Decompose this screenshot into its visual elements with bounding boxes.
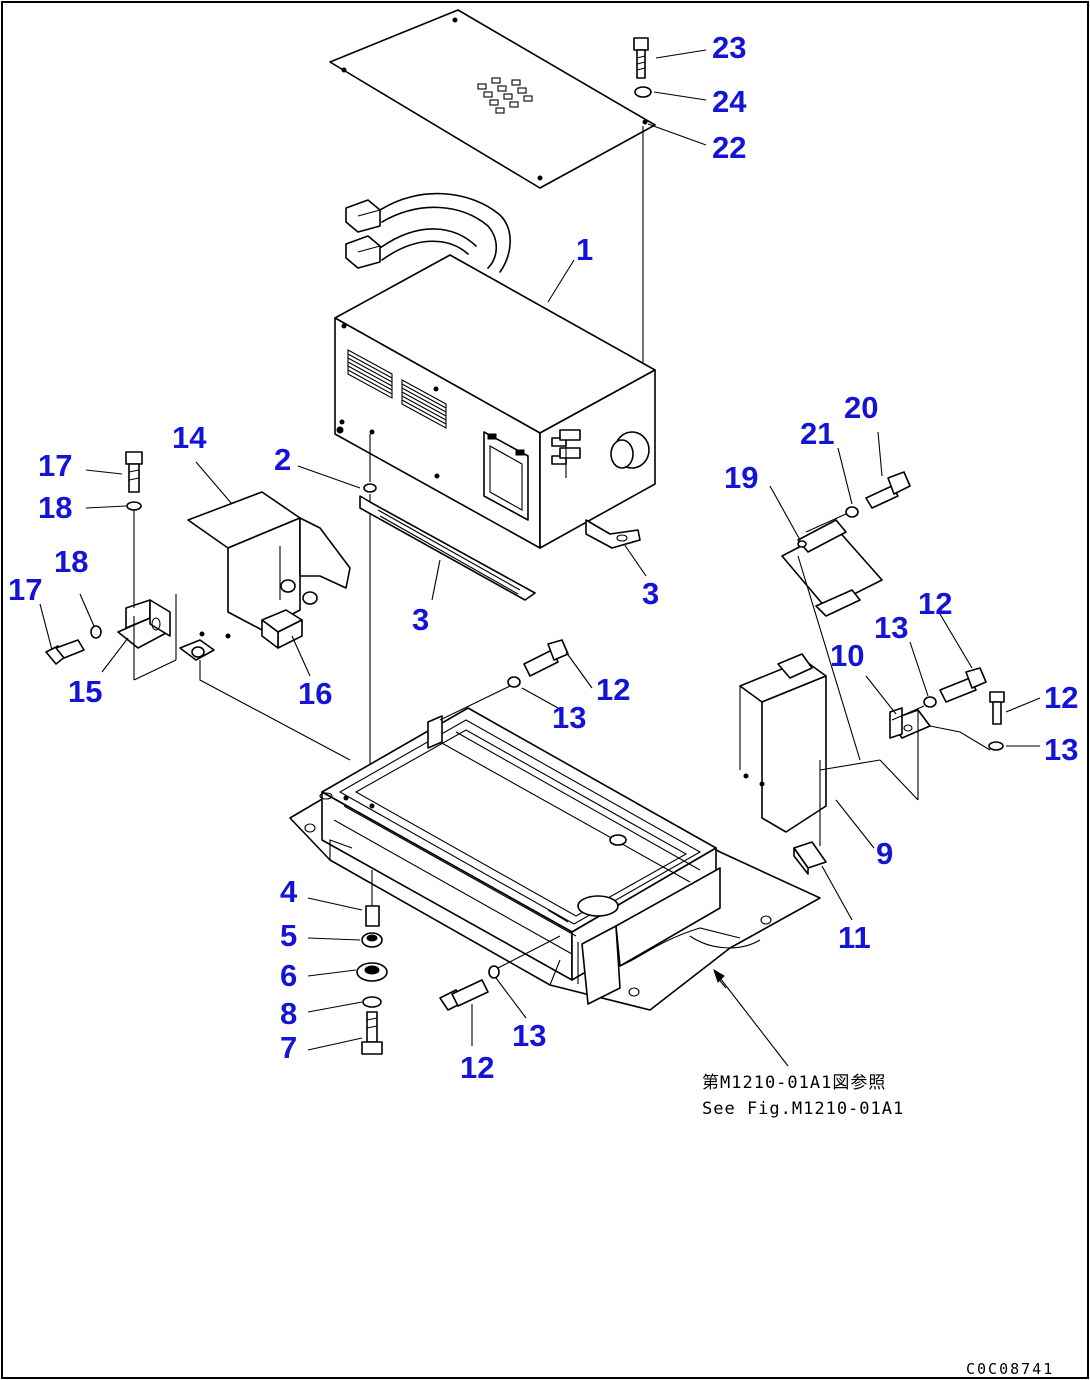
callout-6: 6 [280,958,297,993]
washer-18-side [90,625,102,639]
reference-arrow [713,968,789,1067]
cover-plate [329,9,656,189]
callout-18-upper: 18 [38,490,72,525]
callout-20: 20 [844,390,878,425]
bracket-14 [187,491,351,631]
leader-lines [39,49,1041,1051]
callout-8: 8 [280,996,297,1031]
washer-13-far-right [988,741,1004,751]
wire-harness [345,192,511,273]
spacer-11 [793,760,827,875]
base-frame [289,707,821,1011]
assembly-line-far-right [929,725,991,751]
callout-21: 21 [800,416,834,451]
controller-box [334,254,656,549]
callout-14: 14 [172,420,207,455]
mount-stack [356,870,388,1055]
mount-hardware-2 [336,426,377,800]
assembly-line-bracket [199,660,351,761]
washer-13-lower [488,965,500,979]
callout-13-lower: 13 [512,1018,546,1053]
bolt-20 [865,471,911,509]
reference-note-en: See Fig.M1210-01A1 [702,1099,904,1119]
callout-13-far-right: 13 [1044,732,1078,767]
drawing-code: C0C08741 [966,1360,1054,1378]
bracket-19 [781,519,883,761]
bolt-12-upper [523,639,569,677]
callout-7: 7 [280,1030,297,1065]
callout-10: 10 [830,638,864,673]
callout-16: 16 [298,676,332,711]
bolt-23 [633,37,649,79]
bolt-12-far-right [989,691,1005,725]
washer-13-upper [507,676,521,688]
assembly-line-20 [805,513,847,533]
callout-12-right: 12 [918,586,952,621]
washer-13-right [923,696,937,708]
callout-4: 4 [280,874,298,909]
callout-3-front: 3 [412,602,429,637]
washer-24 [634,86,652,98]
bolt-17-upper [125,451,143,493]
bracket-16 [261,609,303,649]
washer-21 [845,506,859,518]
assembly-line-12-right [891,705,925,721]
callout-12-upper: 12 [596,672,630,707]
cover-9 [739,653,881,833]
callout-11: 11 [838,920,871,955]
callout-5: 5 [280,918,297,953]
bracket-10 [879,707,931,801]
callout-12-far-right: 12 [1044,680,1078,715]
bolt-12-lower [439,979,489,1011]
callout-24: 24 [712,84,747,119]
callout-9: 9 [876,836,893,871]
washer-18-upper [126,501,142,511]
callout-22: 22 [712,130,746,165]
callout-15: 15 [68,674,102,709]
callout-3-rear: 3 [642,576,659,611]
callout-13-right: 13 [874,610,908,645]
callout-12-lower: 12 [460,1050,494,1085]
assembly-line-12-upper [439,685,511,721]
bolt-17-side [45,639,85,665]
callout-1: 1 [576,232,593,267]
callout-19: 19 [724,460,758,495]
bolt-12-right [939,667,987,703]
callout-18-side: 18 [54,544,88,579]
bracket-15 [117,594,177,681]
reference-note-jp: 第M1210-01A1図参照 [702,1073,886,1093]
callout-2: 2 [274,442,291,477]
callout-23: 23 [712,30,746,65]
callout-17-upper: 17 [38,448,72,483]
clip-near-15 [179,631,231,661]
callout-13-upper: 13 [552,700,586,735]
callout-labels: 23 24 22 1 20 21 19 14 2 17 18 18 17 15 … [8,30,1078,1085]
mounting-bar-rear [585,519,641,549]
callout-17-side: 17 [8,572,42,607]
assembly-line-12-lower [497,935,561,969]
mounting-bar-front [359,495,536,601]
